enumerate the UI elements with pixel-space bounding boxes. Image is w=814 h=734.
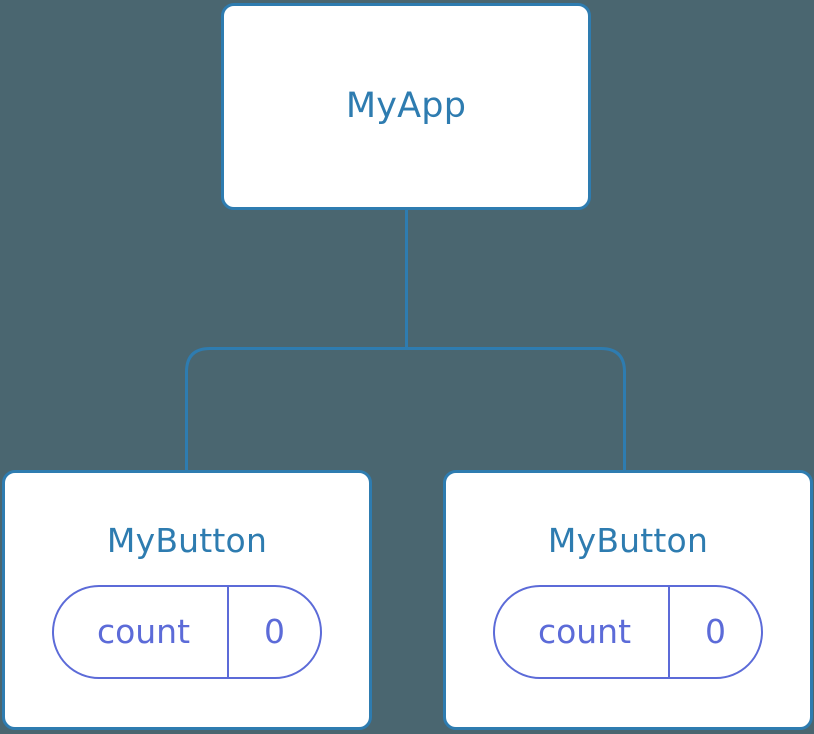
state-value: 0 xyxy=(668,586,761,677)
node-myapp[interactable]: MyApp xyxy=(221,3,591,210)
node-mybutton-1[interactable]: MyButton count 0 xyxy=(2,470,372,730)
node-title: MyButton xyxy=(106,520,268,560)
state-value: 0 xyxy=(227,586,320,677)
edge-branch-bus xyxy=(185,347,626,470)
state-pill[interactable]: count 0 xyxy=(493,584,763,679)
state-key: count xyxy=(537,612,632,651)
node-title: MyButton xyxy=(547,520,709,560)
state-key: count xyxy=(96,612,191,651)
node-title: MyApp xyxy=(345,86,467,126)
state-pill[interactable]: count 0 xyxy=(52,584,322,679)
node-mybutton-2[interactable]: MyButton count 0 xyxy=(443,470,813,730)
